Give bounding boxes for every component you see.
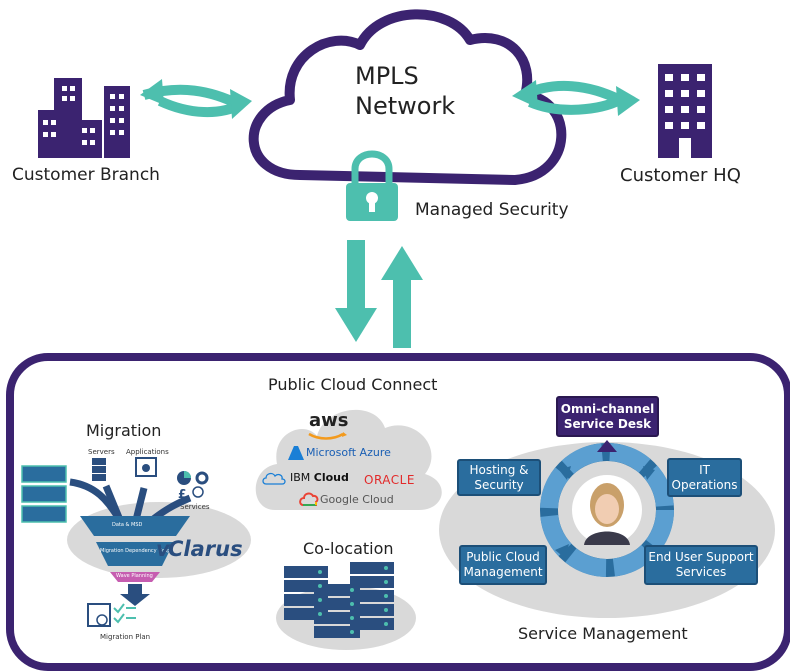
customer-hq-icon xyxy=(658,64,712,158)
clarus-v: v xyxy=(156,537,170,561)
cloud-title-line1: MPLS xyxy=(355,62,419,90)
omni-channel-box[interactable]: Omni-channel Service Desk xyxy=(556,396,659,437)
managed-security-label: Managed Security xyxy=(415,200,569,220)
hosting-security-box[interactable]: Hosting & Security xyxy=(457,459,541,496)
migration-title: Migration xyxy=(86,421,162,440)
customer-branch-label: Customer Branch xyxy=(12,165,160,185)
google-cloud-icon xyxy=(299,492,319,506)
public-mgmt-line-2: Management xyxy=(463,565,543,579)
public-cloud-title: Public Cloud Connect xyxy=(268,375,438,394)
agent-avatar xyxy=(572,475,642,545)
service-ring xyxy=(540,440,674,577)
azure-icon xyxy=(288,446,304,460)
service-management-title: Service Management xyxy=(518,624,688,643)
cloud-title-line2: Network xyxy=(355,92,456,120)
migration-plan-label: Migration Plan xyxy=(100,633,151,641)
branch-link-arrows xyxy=(140,79,252,119)
aws-logo: aws xyxy=(309,410,349,431)
ibm-cloud-text: Cloud xyxy=(313,471,349,484)
provider-cloud xyxy=(255,409,442,510)
servers-label: Servers xyxy=(88,448,115,456)
google-cloud-logo: Google Cloud xyxy=(320,493,394,506)
services-label: Services xyxy=(180,503,210,511)
public-cloud-mgmt-box[interactable]: Public Cloud Management xyxy=(459,545,547,585)
svg-text:£: £ xyxy=(178,487,186,501)
omni-line-2: Service Desk xyxy=(563,416,652,431)
oracle-logo: ORACLE xyxy=(364,473,415,487)
uplink-arrows xyxy=(335,240,423,348)
public-mgmt-line-1: Public Cloud xyxy=(466,550,540,564)
clarus-brand: Clarus xyxy=(168,537,243,561)
end-user-support-box[interactable]: End User Support Services xyxy=(644,545,758,585)
hosting-line-2: Security xyxy=(474,477,524,492)
funnel-stage-2: Migration Dependency Graph xyxy=(100,548,174,554)
ibm-text: IBM xyxy=(290,471,311,484)
servers-icon xyxy=(92,458,106,481)
enduser-line-1: End User Support xyxy=(648,550,754,564)
azure-logo: Microsoft Azure xyxy=(306,446,391,459)
migration-plan-icon xyxy=(87,603,136,627)
ibm-logo: IBM Cloud xyxy=(290,471,349,484)
customer-branch-icon xyxy=(38,78,130,158)
applications-icon xyxy=(135,457,157,477)
it-operations-box[interactable]: IT Operations xyxy=(667,458,742,497)
hq-link-arrows xyxy=(512,80,640,116)
it-line-2: Operations xyxy=(671,477,738,492)
aws-smile-icon xyxy=(308,432,347,440)
hosting-line-1: Hosting & xyxy=(469,462,529,477)
migration-data-cards xyxy=(21,465,67,523)
migration-funnel xyxy=(80,516,190,606)
applications-label: Applications xyxy=(126,448,169,456)
lock-icon xyxy=(346,150,398,221)
customer-hq-label: Customer HQ xyxy=(620,165,741,186)
services-icon: £ xyxy=(177,471,209,501)
server-rack-icon xyxy=(284,562,394,638)
enduser-line-2: Services xyxy=(675,565,727,579)
ibm-cloud-icon xyxy=(262,472,286,485)
colocation-title: Co-location xyxy=(303,539,394,558)
it-line-1: IT xyxy=(699,462,710,477)
funnel-stage-1: Data & MSD xyxy=(112,522,143,528)
omni-line-1: Omni-channel xyxy=(560,401,655,416)
funnel-stage-3: Wave Planning xyxy=(116,573,153,579)
